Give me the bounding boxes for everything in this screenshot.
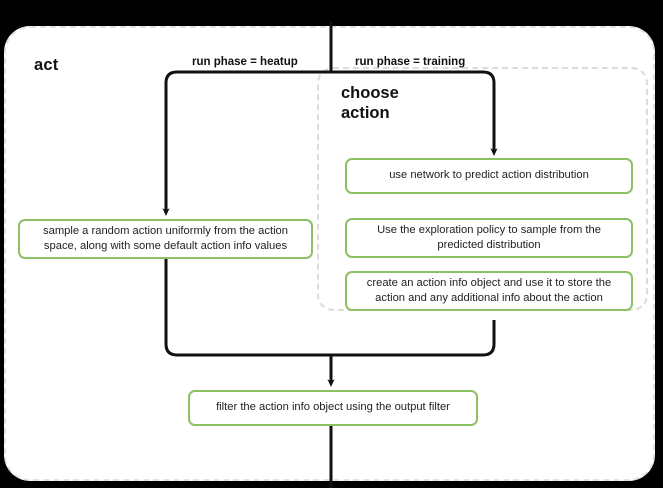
choose-action-title-line1: choose — [341, 84, 399, 102]
node-exploration-policy[interactable]: Use the exploration policy to sample fro… — [345, 218, 633, 258]
choose-action-title-line2: action — [341, 104, 390, 123]
node-output-filter[interactable]: filter the action info object using the … — [188, 390, 478, 426]
node-create-action-info-object[interactable]: create an action info object and use it … — [345, 271, 633, 311]
node-sample-random-action[interactable]: sample a random action uniformly from th… — [18, 219, 313, 259]
edge-label-training: run phase = training — [355, 56, 466, 68]
node-use-network-predict[interactable]: use network to predict action distributi… — [345, 158, 633, 194]
act-title: act — [34, 56, 59, 74]
choose-action-title: choose action — [341, 83, 461, 123]
edge-label-heatup: run phase = heatup — [192, 56, 298, 68]
